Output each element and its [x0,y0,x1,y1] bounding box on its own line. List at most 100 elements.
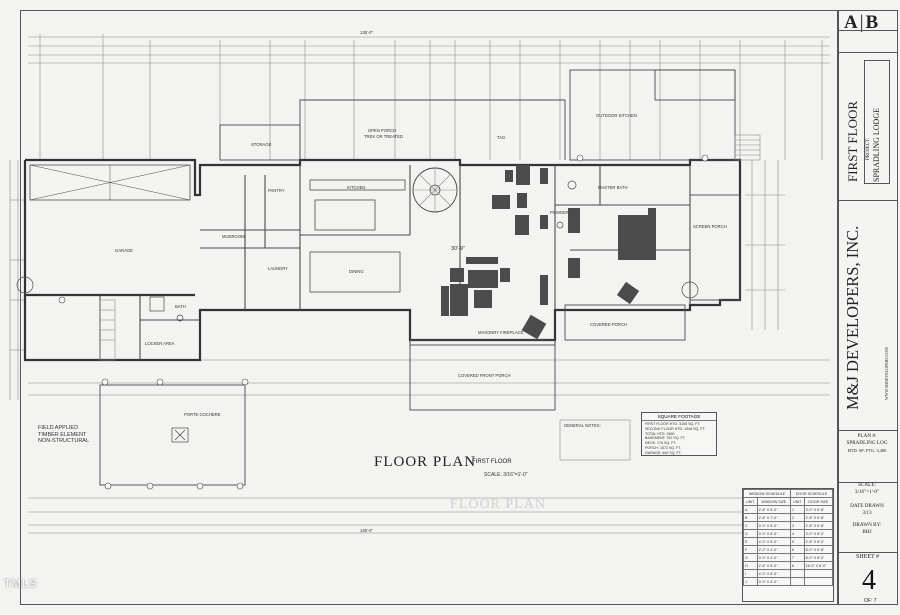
room-label-covered-porch: COVERED PORCH [590,322,627,327]
schedule-cell: 6'-0" X 6'-8" [803,545,834,554]
dimension-lines-top [28,34,830,160]
schedule-cell: 8'-0" X 8'-0" [803,553,834,562]
schedule-cell: H [743,561,758,570]
schedule-cell: 6 [790,545,805,554]
room-label-bath: BATH [175,304,186,309]
room-label-outdoor-kitchen: OUTDOOR KITCHEN [596,113,637,118]
room-label-garage: GARAGE [115,248,133,253]
schedule-header: UNIT [790,497,805,506]
tb-cell-drawing-title [839,53,897,201]
plan-name: SPRADLING LOG [846,440,888,446]
plan-code: HTD. SF: FTG. 3,480 [847,448,887,453]
room-label-laundry: LAUNDRY [268,266,288,271]
schedule-cell: 2 [790,513,805,522]
schedule-cell [803,577,834,586]
dimension-lines-right [745,160,785,330]
room-size-label: 30'-9" [451,246,466,252]
schedule-cell: 2'-6" X 6'-8" [803,521,834,530]
schedule-cell: 7 [790,553,805,562]
dimension-lines-left [9,160,25,400]
sheet-set-b: B [865,12,879,33]
schedule-cell: 2'-8" X 5'-0" [756,505,792,514]
schedule-cell: 2'-8" X 6'-8" [803,513,834,522]
schedule-cell: 3'-0" X 5'-0" [756,521,792,530]
schedule-cell: A [743,505,758,514]
square-footage-box: SQUARE FOOTAGE FIRST FLOOR HTD: 3150 SQ.… [641,412,717,456]
schedule-cell: 2'-8" X 7'-0" [756,513,792,522]
plan-scale: SCALE: 3/16"=1'-0" [484,472,528,478]
general-notes-box [559,419,631,461]
sqft-line: BASEMENT: 762 SQ. FT. [645,436,686,441]
schedule-cell: 4 [790,529,805,538]
schedule-cell: 2'-0" X 4'-0" [756,545,792,554]
drawing-title: FIRST FLOOR [845,100,860,182]
drawn-value: BHJ [862,529,872,535]
tb-cell-sheet-set [839,11,897,53]
schedule-cell: 3 [790,521,805,530]
schedule-cell: 3'-0" X 6'-8" [803,505,834,514]
company-name: M&J DEVELOPERS, INC. [843,225,862,410]
schedule-cell [803,569,834,578]
overall-dimension-top: 135'-0" [360,30,373,35]
window-schedule-title: WINDOW SCHEDULE [742,489,792,498]
room-label-dining: DINING [349,269,364,274]
plan-label: PLAN #: [857,433,877,439]
schedule-cell: G [743,553,758,562]
field-note: FIELD APPLIED TIMBER ELEMENT NON-STRUCTU… [38,425,89,445]
scale-value: 3/16"=1'-0" [854,489,880,495]
room-label-master-bath: MASTER BATH [598,185,628,190]
schedule-cell: 5 [790,537,805,546]
date-label: DATE DRAWN [850,503,884,509]
schedule-cell: J [743,577,758,586]
sheet-border [20,10,838,605]
sqft-line: TOTAL HTD: 3480 [645,431,675,436]
room-label-tag: TAG [497,135,506,140]
grid-markers [58,154,709,490]
room-label-covered-front-porch: COVERED FRONT PORCH [458,373,511,378]
sheet-label: SHEET # [856,554,880,560]
room-label-mudroom: MUDROOM [222,234,245,239]
schedule-header: DOOR SIZE [803,497,834,506]
project-label: PROJECT: [866,137,871,160]
room-label-porte-cochere: PORTE COCHERE [184,412,221,417]
field-note-line-3: NON-STRUCTURAL [38,438,90,444]
tb-cell-plan [839,431,897,483]
schedule-cell [790,569,805,578]
sqft-line: FIRST FLOOR HTD: 3150 SQ. FT. [645,422,701,426]
rear-stairs [99,134,761,361]
schedule-cell: 3'-0" X 3'-0" [756,577,792,586]
schedule-cell: 3'-0" X 8'-0" [803,529,834,538]
schedule-cell: 2'-8" X 8'-0" [803,537,834,546]
room-note-open-porch: TREX OR TREATED [364,134,403,139]
room-label-screen-porch: SCREEN PORCH [693,224,727,229]
schedule-cell: F [743,545,758,554]
mls-watermark: TMLS [4,578,38,590]
schedule-cell: C [743,521,758,530]
schedule-cell: 16'-0" X 8'-0" [803,561,834,570]
schedule-cell: D [743,529,758,538]
sqft-line: SECOND FLOOR HTD: 1548 SQ. FT. [645,426,706,431]
scale-label: SCALE: [858,482,876,488]
schedule-header: UNIT [743,497,758,506]
tb-cell-company [839,201,897,431]
tb-cell-scale-date [839,483,897,553]
overall-dimension-bottom: 135'-0" [360,528,373,533]
schedule-cell: B [743,513,758,522]
room-label-masonry-fireplace: MASONRY FIREPLACE [478,330,524,335]
room-label-open-porch: OPEN PORCH [368,128,397,133]
room-label-storage: STORAGE [251,142,272,147]
general-notes-title: GENERAL NOTES: [564,423,601,428]
drawn-label: DRAWN BY: [852,522,882,528]
window-door-schedule: WINDOW SCHEDULE DOOR SCHEDULE UNIT WINDO… [742,488,834,602]
schedule-cell: I [743,569,758,578]
